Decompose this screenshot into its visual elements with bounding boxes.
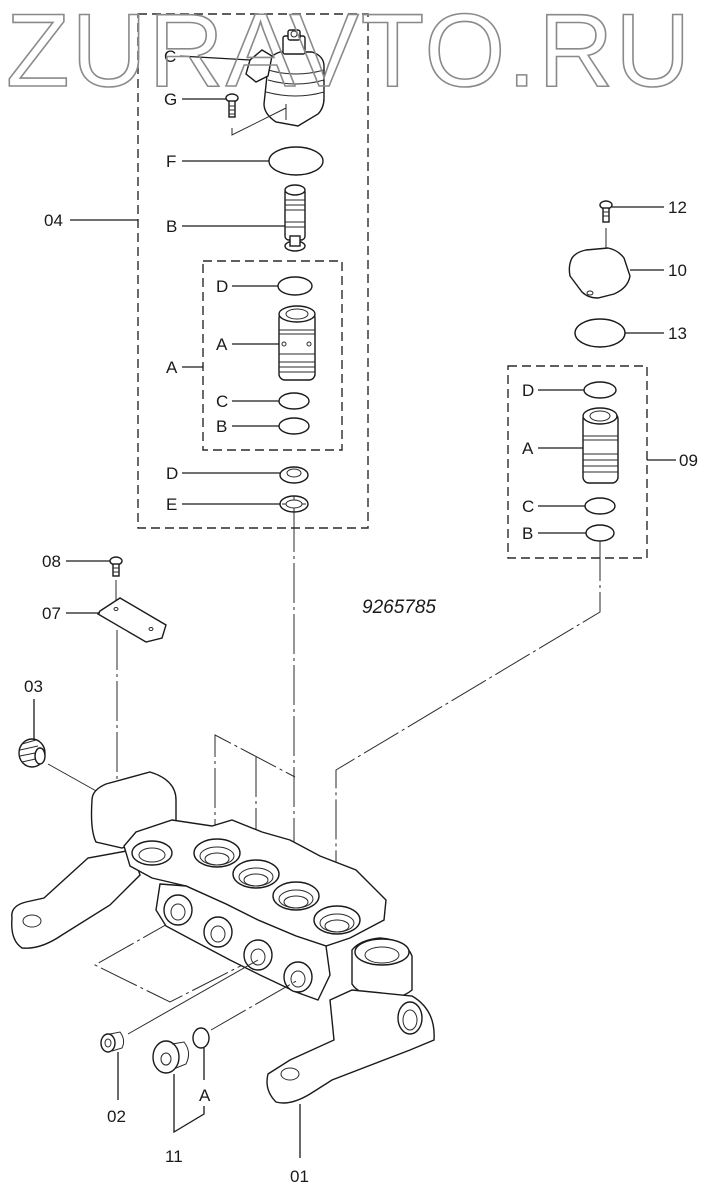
callout-a-cartridge[interactable]: A bbox=[216, 335, 228, 354]
cartridge-a[interactable] bbox=[278, 305, 316, 381]
callout-12[interactable]: 12 bbox=[668, 198, 687, 217]
callout-03[interactable]: 03 bbox=[24, 677, 43, 696]
callout-e-washer[interactable]: E bbox=[166, 495, 177, 514]
cover-plate-10[interactable] bbox=[568, 247, 631, 299]
oring-c9[interactable] bbox=[584, 497, 616, 515]
callout-b-sub[interactable]: B bbox=[216, 417, 227, 436]
axis-line-03 bbox=[47, 763, 99, 793]
callout-a9[interactable]: A bbox=[522, 439, 534, 458]
oring-d-sub[interactable] bbox=[277, 276, 313, 296]
oring-d9[interactable] bbox=[583, 381, 617, 399]
callout-01[interactable]: 01 bbox=[290, 1167, 309, 1186]
cartridge-a9[interactable] bbox=[582, 407, 619, 484]
callout-13[interactable]: 13 bbox=[668, 324, 687, 343]
callout-10[interactable]: 10 bbox=[668, 261, 687, 280]
callout-11[interactable]: 11 bbox=[165, 1147, 183, 1166]
callout-c9[interactable]: C bbox=[522, 497, 534, 516]
sub-assembly-a-boundary bbox=[202, 260, 343, 451]
callout-c-top[interactable]: C bbox=[164, 47, 176, 66]
axis-line-02 bbox=[127, 959, 259, 1035]
oring-b-sub[interactable] bbox=[278, 417, 310, 435]
leader-g-to-solenoid bbox=[231, 107, 287, 136]
plug-02[interactable] bbox=[100, 1031, 125, 1053]
callout-b9[interactable]: B bbox=[522, 524, 533, 543]
axis-line-side-ports bbox=[93, 917, 263, 1003]
assembly-04-boundary bbox=[137, 13, 369, 529]
washer-e[interactable] bbox=[279, 495, 309, 513]
watermark-text: ZURAVTO.RU bbox=[6, 0, 692, 109]
plug-11[interactable] bbox=[152, 1040, 190, 1074]
callout-d-washer[interactable]: D bbox=[166, 464, 178, 483]
oring-13[interactable] bbox=[574, 318, 626, 348]
callout-02[interactable]: 02 bbox=[107, 1107, 126, 1126]
plug-03[interactable] bbox=[18, 738, 46, 768]
spool-b[interactable] bbox=[284, 184, 306, 252]
screw-08[interactable] bbox=[109, 556, 123, 577]
callout-g[interactable]: G bbox=[164, 90, 177, 109]
plate-07[interactable] bbox=[97, 597, 167, 643]
screw-g[interactable] bbox=[225, 93, 239, 118]
callout-d9[interactable]: D bbox=[522, 381, 534, 400]
callout-b-spool[interactable]: B bbox=[166, 217, 177, 236]
leader-11 bbox=[173, 1074, 205, 1134]
callout-04[interactable]: 04 bbox=[44, 211, 63, 230]
callout-a-sub[interactable]: A bbox=[166, 358, 178, 377]
washer-d[interactable] bbox=[279, 466, 309, 484]
solenoid-part[interactable] bbox=[245, 29, 325, 127]
axis-line-09 bbox=[335, 541, 601, 930]
callout-07[interactable]: 07 bbox=[42, 604, 61, 623]
axis-line-11 bbox=[210, 979, 299, 1031]
screw-12[interactable] bbox=[599, 200, 613, 223]
callout-f[interactable]: F bbox=[166, 152, 176, 171]
drawing-number: 9265785 bbox=[362, 597, 436, 618]
callout-09[interactable]: 09 bbox=[679, 451, 698, 470]
callout-08[interactable]: 08 bbox=[42, 552, 61, 571]
leader-c-top bbox=[179, 55, 251, 61]
assembly-09-boundary bbox=[507, 365, 648, 559]
oring-f[interactable] bbox=[268, 146, 324, 176]
callout-c-sub[interactable]: C bbox=[216, 392, 228, 411]
oring-a-11[interactable] bbox=[192, 1027, 210, 1049]
oring-c-sub[interactable] bbox=[278, 392, 310, 410]
oring-b9[interactable] bbox=[585, 524, 615, 542]
valve-body-01[interactable] bbox=[11, 771, 435, 1104]
callout-d-sub[interactable]: D bbox=[216, 277, 228, 296]
callout-a-oring[interactable]: A bbox=[199, 1086, 211, 1105]
